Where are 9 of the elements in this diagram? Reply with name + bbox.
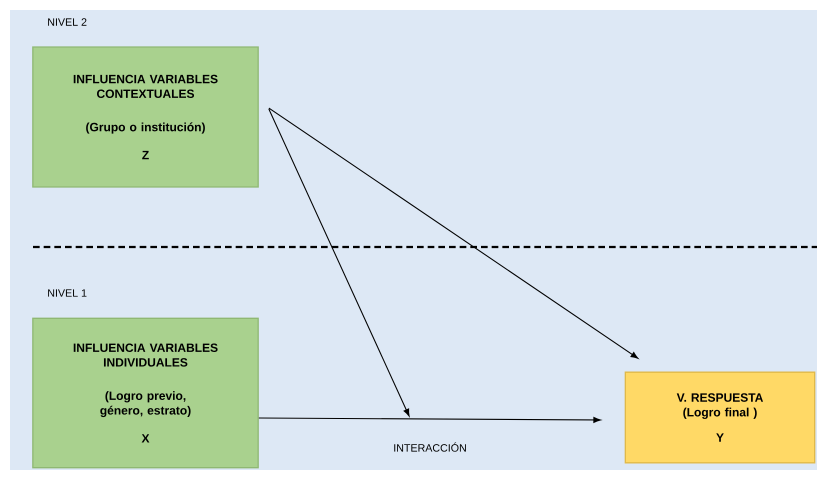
level-label: NIVEL 1 [48, 289, 86, 297]
variable-box: V. RESPUESTA (Logro final ) Y [624, 372, 816, 464]
edge-label: INTERACCIÓN [394, 442, 466, 452]
level-label: NIVEL 2 [48, 18, 86, 26]
arrow [258, 417, 601, 423]
arrow [268, 108, 638, 359]
arrow [268, 108, 410, 416]
variable-box: INFLUENCIA VARIABLES CONTEXTUALES (Grupo o institución) Z [32, 46, 259, 188]
variable-box: INFLUENCIA VARIABLES INDIVIDUALES (Logro previo, género, estrato) X [32, 318, 259, 468]
